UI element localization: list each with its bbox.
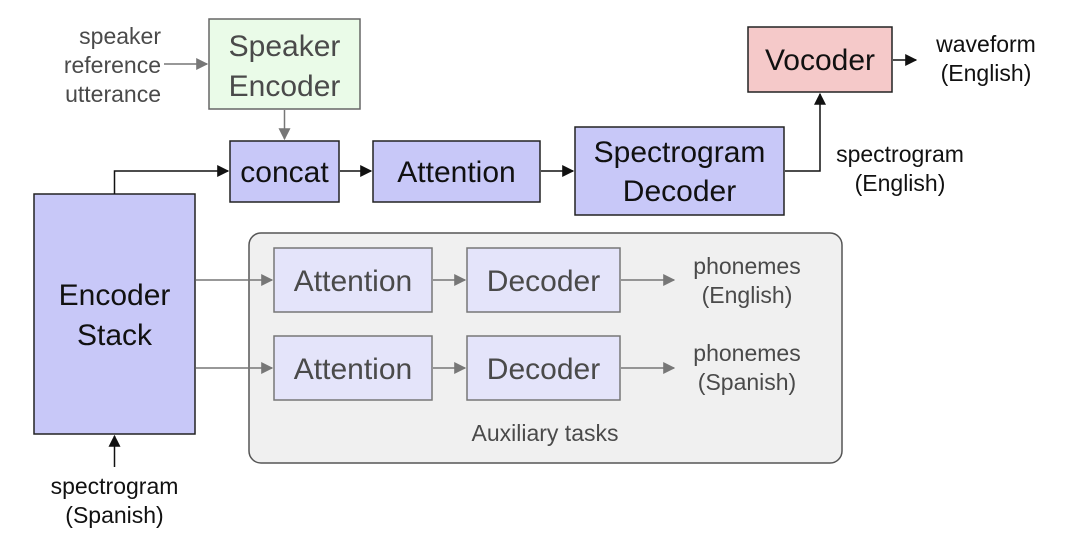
speaker-encoder-line-2: Encoder — [229, 70, 341, 103]
encoder-stack-block: Encoder Stack — [33, 193, 196, 435]
vocoder-label: Vocoder — [765, 44, 875, 77]
attention-main-block: Attention — [372, 140, 541, 203]
spectrogram-decoder-line-1: Spectrogram — [594, 136, 766, 169]
concat-label: concat — [240, 156, 329, 189]
spectrogram-english-line-2: (English) — [855, 170, 946, 196]
aux-attention-english-label: Attention — [294, 265, 412, 298]
spectrogram-spanish-line-2: (Spanish) — [65, 502, 163, 528]
attention-main-label: Attention — [397, 156, 515, 189]
spectrogram-spanish-label: spectrogram (Spanish) — [51, 473, 179, 528]
spectrogram-decoder-line-2: Decoder — [623, 175, 736, 208]
aux-decoder-spanish-label: Decoder — [487, 353, 600, 386]
aux-task-spanish: Attention Decoder phonemes (Spanish) — [273, 335, 801, 401]
spectrogram-english-line-1: spectrogram — [836, 141, 964, 167]
concat-block: concat — [229, 140, 340, 203]
speaker-reference-label: speaker reference utterance — [64, 23, 162, 107]
spectrogram-spanish-line-1: spectrogram — [51, 473, 179, 499]
aux-attention-spanish-block — [273, 335, 433, 401]
speaker-reference-line-3: utterance — [65, 81, 161, 107]
phonemes-english-line-1: phonemes — [693, 253, 800, 279]
aux-decoder-english-label: Decoder — [487, 265, 600, 298]
arrow-encoder-to-concat — [113, 165, 230, 194]
speaker-encoder-line-1: Speaker — [229, 30, 341, 63]
connectors — [108, 54, 918, 467]
encoder-stack-line-2: Stack — [77, 319, 153, 352]
phonemes-english-line-2: (English) — [702, 282, 793, 308]
speaker-encoder-block: Speaker Encoder — [208, 18, 361, 110]
auxiliary-tasks-title: Auxiliary tasks — [472, 420, 619, 446]
spectrogram-english-label: spectrogram (English) — [836, 141, 964, 196]
aux-task-english: Attention Decoder phonemes (English) — [273, 247, 801, 313]
arrow-decoder-to-vocoder — [785, 92, 826, 172]
aux-attention-english-block — [273, 247, 433, 313]
speaker-reference-line-2: reference — [64, 52, 161, 78]
phonemes-spanish-line-2: (Spanish) — [698, 369, 796, 395]
phonemes-spanish-line-1: phonemes — [693, 340, 800, 366]
aux-attention-spanish-label: Attention — [294, 353, 412, 386]
spectrogram-decoder-block: Spectrogram Decoder — [574, 126, 785, 216]
waveform-line-1: waveform — [935, 31, 1036, 57]
vocoder-block: Vocoder — [747, 26, 893, 93]
aux-decoder-spanish-block — [466, 335, 621, 401]
speaker-reference-line-1: speaker — [79, 23, 161, 49]
aux-decoder-english-block — [466, 247, 621, 313]
waveform-line-2: (English) — [941, 60, 1032, 86]
encoder-stack-line-1: Encoder — [59, 279, 171, 312]
waveform-output-label: waveform (English) — [935, 31, 1036, 86]
